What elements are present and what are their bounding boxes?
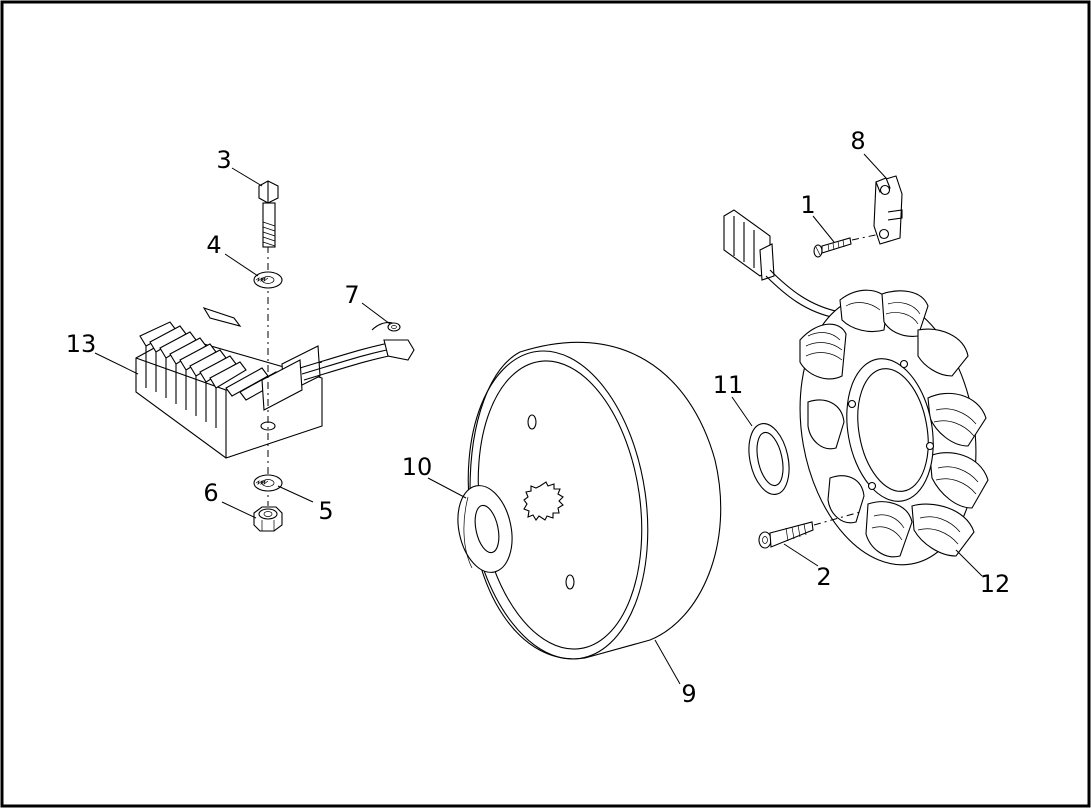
nut-part[interactable] <box>253 506 283 532</box>
callout-10: 10 <box>402 453 433 481</box>
leader-lines <box>94 153 983 685</box>
callout-4: 4 <box>206 231 221 259</box>
regulator-fins <box>139 307 321 428</box>
spacer-washer-part[interactable] <box>450 481 519 578</box>
lock-washer-upper[interactable] <box>253 271 283 289</box>
stator-connector[interactable] <box>723 209 775 281</box>
stator-screw-part[interactable] <box>758 511 861 549</box>
callout-6: 6 <box>203 479 218 507</box>
retainer-clip-part[interactable] <box>873 175 903 245</box>
callout-3: 3 <box>216 146 231 174</box>
wire-terminal[interactable] <box>371 321 415 361</box>
callout-labels: 1 2 3 4 5 6 7 8 9 10 11 12 13 <box>66 127 1011 708</box>
stator-washer-part[interactable] <box>743 420 795 498</box>
lock-washer-lower[interactable] <box>253 474 283 492</box>
callout-13: 13 <box>66 330 97 358</box>
rotor-hole-bottom <box>565 574 575 590</box>
stator-windings <box>805 302 979 545</box>
callout-12: 12 <box>980 570 1011 598</box>
stator-part[interactable] <box>723 209 996 579</box>
callout-8: 8 <box>850 127 865 155</box>
callout-9: 9 <box>681 680 696 708</box>
callout-11: 11 <box>713 371 744 399</box>
stator-coils <box>799 289 989 558</box>
callout-5: 5 <box>318 497 333 525</box>
rotor-part[interactable] <box>449 339 722 670</box>
regulator-part[interactable] <box>135 307 415 459</box>
rotor-hole-top <box>527 414 537 430</box>
screw-part[interactable] <box>813 233 881 258</box>
rotor-spline-hub <box>523 481 564 521</box>
callout-1: 1 <box>800 191 815 219</box>
bolt-part[interactable] <box>258 180 279 248</box>
bolt-threads <box>262 221 276 247</box>
callout-7: 7 <box>344 281 359 309</box>
callout-2: 2 <box>816 563 831 591</box>
